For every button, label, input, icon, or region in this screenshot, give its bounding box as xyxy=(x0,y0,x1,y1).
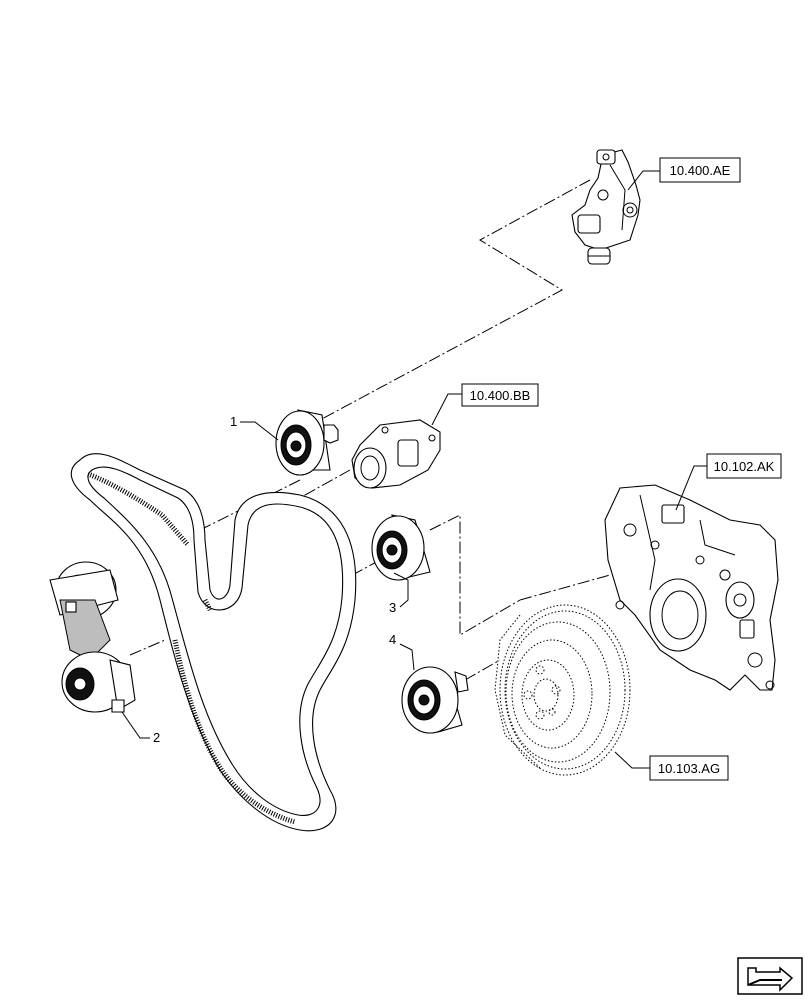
reference-box-thermostat-housing[interactable]: 10.400.BB xyxy=(461,383,539,407)
reference-label: 10.102.AK xyxy=(714,459,775,474)
idler-pulley-4 xyxy=(401,666,469,734)
front-cover xyxy=(604,484,779,691)
water-pump xyxy=(571,149,641,265)
thermostat-housing xyxy=(351,419,441,489)
reference-label: 10.103.AG xyxy=(658,761,720,776)
idler-pulley-1 xyxy=(275,409,339,476)
callout-number-2: 2 xyxy=(153,730,160,745)
reference-label: 10.400.AE xyxy=(670,163,731,178)
crankshaft-damper xyxy=(494,604,631,776)
serpentine-belt xyxy=(70,453,357,832)
idler-pulley-3 xyxy=(371,514,431,581)
reference-box-water-pump[interactable]: 10.400.AE xyxy=(659,157,741,183)
reference-box-front-cover[interactable]: 10.102.AK xyxy=(706,453,782,479)
reference-label: 10.400.BB xyxy=(470,388,531,403)
belt-tensioner xyxy=(49,561,136,713)
callout-number-4: 4 xyxy=(389,632,396,647)
callout-number-1: 1 xyxy=(230,414,237,429)
leader-lines xyxy=(121,170,707,769)
callout-number-3: 3 xyxy=(389,600,396,615)
reference-box-crankshaft-damper[interactable]: 10.103.AG xyxy=(649,755,729,781)
next-page-arrow-icon[interactable] xyxy=(737,957,803,995)
